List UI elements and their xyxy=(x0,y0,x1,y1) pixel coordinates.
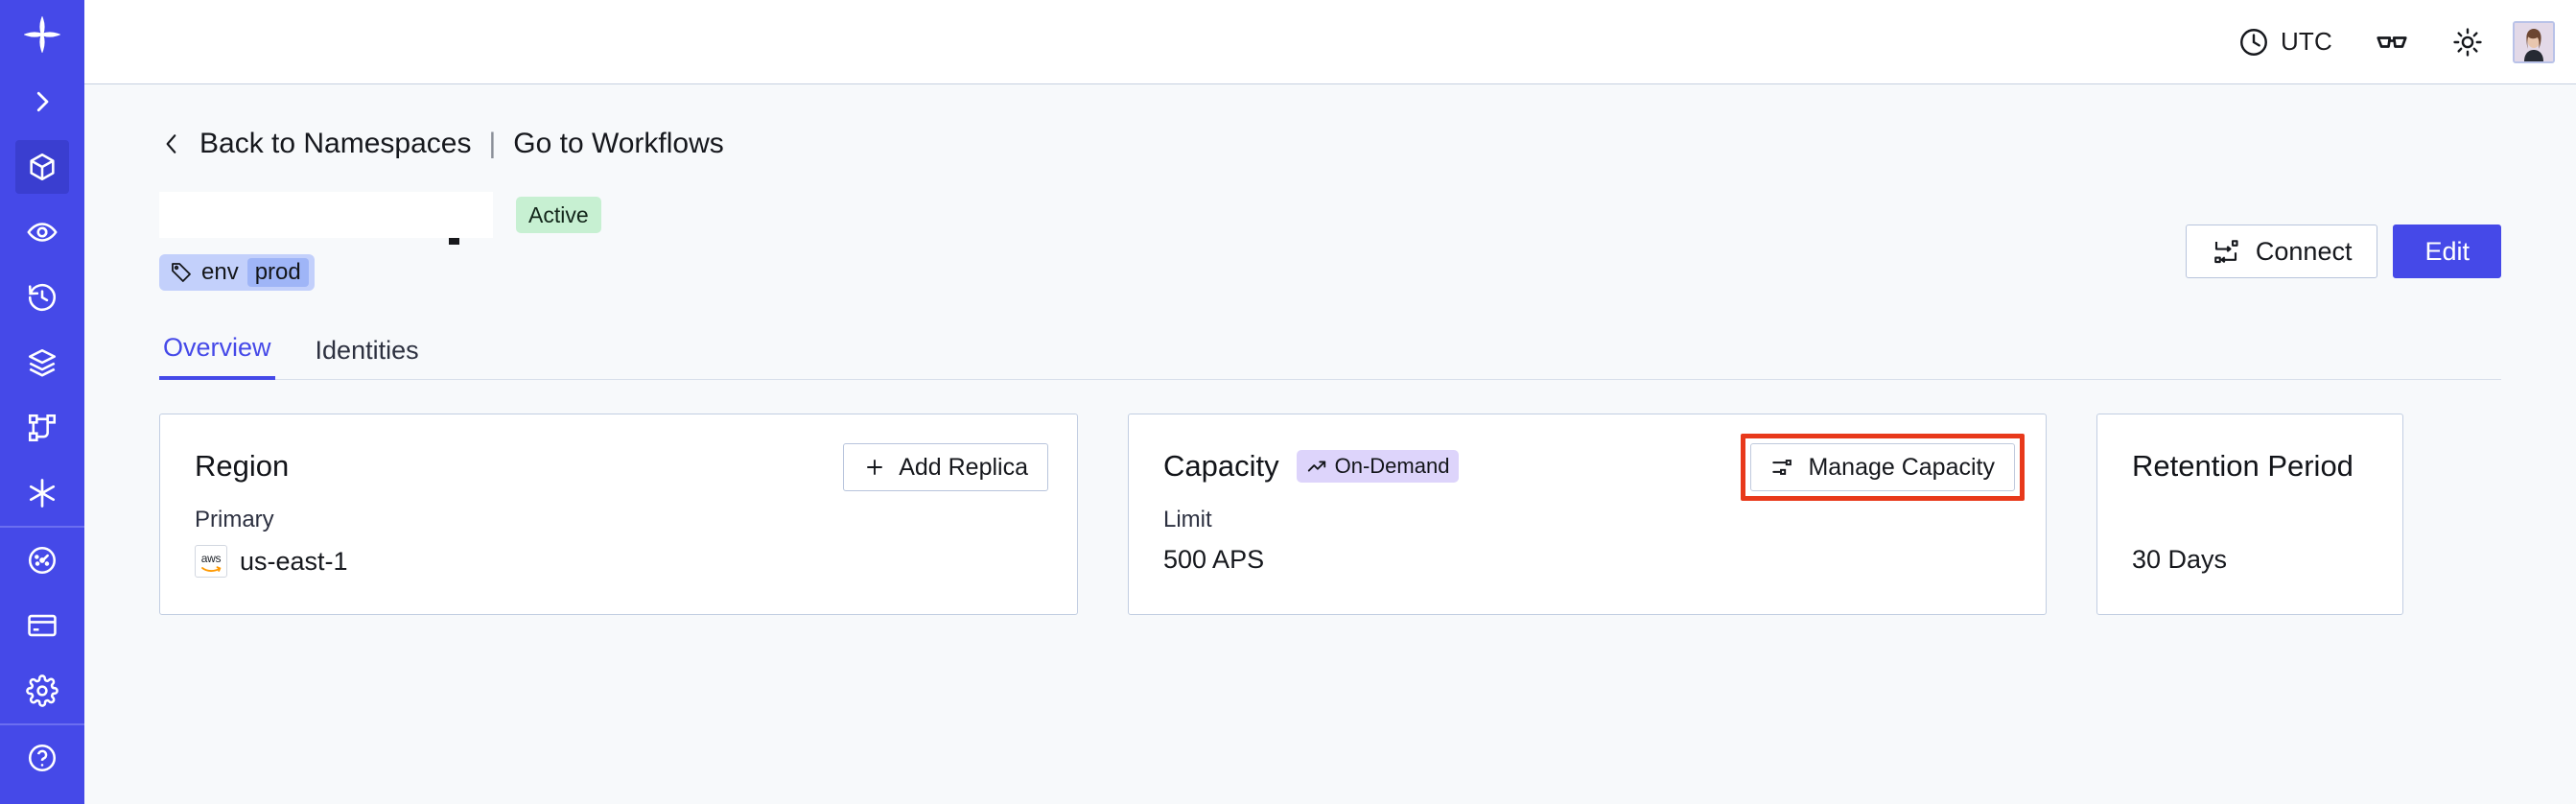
glasses-icon xyxy=(2375,25,2409,59)
region-card-head: Region xyxy=(195,443,1044,489)
sidebar-item-layers[interactable] xyxy=(0,330,84,395)
tab-identities[interactable]: Identities xyxy=(315,336,419,365)
asterisk-icon xyxy=(15,466,69,520)
clock-icon xyxy=(2237,26,2270,59)
namespace-name-artifact xyxy=(449,238,459,245)
tag-icon xyxy=(170,261,193,284)
capacity-mode-pill: On-Demand xyxy=(1296,450,1460,483)
sidebar-item-usage[interactable] xyxy=(0,528,84,593)
tag-key: env xyxy=(201,259,239,285)
header-actions: Connect Edit xyxy=(2185,225,2501,278)
namespace-title-row: Active xyxy=(159,188,2501,245)
capacity-card-head: Capacity On-Demand xyxy=(1163,443,2013,489)
capacity-limit-value: 500 APS xyxy=(1163,545,1265,574)
region-value: us-east-1 xyxy=(240,546,348,576)
breadcrumb-separator: | xyxy=(488,128,497,159)
help-circle-icon xyxy=(15,731,69,785)
page-content: Back to Namespaces | Go to Workflows Act… xyxy=(84,84,2576,804)
sidebar-item-observability[interactable] xyxy=(0,200,84,265)
retention-spacer xyxy=(2132,507,2370,533)
aws-icon: aws xyxy=(195,545,227,578)
temporal-logo-icon xyxy=(15,8,69,61)
top-bar: UTC xyxy=(84,0,2576,84)
sliders-icon xyxy=(1770,455,1795,480)
tag-value: prod xyxy=(246,258,309,287)
retention-value: 30 Days xyxy=(2132,545,2228,574)
timezone-label: UTC xyxy=(2280,27,2332,56)
cube-icon xyxy=(15,140,69,194)
gear-icon xyxy=(15,664,69,718)
capacity-mode-label: On-Demand xyxy=(1334,454,1450,478)
region-card: Region Add Replica Primary aws xyxy=(159,414,1078,615)
primary-sidebar xyxy=(0,0,84,804)
theme-toggle-button[interactable] xyxy=(2430,0,2505,84)
tab-overview[interactable]: Overview xyxy=(159,333,275,380)
capacity-card: Capacity On-Demand xyxy=(1128,414,2047,615)
main-column: UTC xyxy=(84,0,2576,804)
chevron-right-icon xyxy=(15,75,69,129)
sidebar-item-settings[interactable] xyxy=(0,658,84,723)
credit-card-icon xyxy=(15,599,69,652)
retention-card-title: Retention Period xyxy=(2132,449,2354,483)
gauge-icon xyxy=(15,533,69,587)
namespace-tag[interactable]: env prod xyxy=(159,254,315,291)
breadcrumb: Back to Namespaces | Go to Workflows xyxy=(159,123,2501,165)
sidebar-item-history[interactable] xyxy=(0,265,84,330)
retention-card: Retention Period 30 Days xyxy=(2096,414,2403,615)
layers-icon xyxy=(15,336,69,390)
sidebar-item-logo[interactable] xyxy=(0,0,84,69)
manage-capacity-highlight: Manage Capacity xyxy=(1741,434,2025,501)
region-card-action: Add Replica xyxy=(843,443,1048,491)
capacity-card-title: Capacity xyxy=(1163,449,1279,483)
timezone-selector[interactable]: UTC xyxy=(2216,0,2354,84)
sidebar-item-nexus[interactable] xyxy=(0,461,84,526)
sidebar-divider xyxy=(0,526,84,528)
back-to-namespaces-link[interactable]: Back to Namespaces xyxy=(199,128,472,159)
connect-button[interactable]: Connect xyxy=(2185,225,2378,278)
chevron-left-icon[interactable] xyxy=(159,128,184,160)
sidebar-item-workflows[interactable] xyxy=(0,395,84,461)
clock-rewind-icon xyxy=(15,271,69,324)
eye-icon xyxy=(15,205,69,259)
add-replica-label: Add Replica xyxy=(899,453,1028,481)
reading-mode-button[interactable] xyxy=(2354,0,2430,84)
avatar[interactable] xyxy=(2513,20,2555,63)
region-value-row: aws us-east-1 xyxy=(195,545,1044,578)
region-card-title: Region xyxy=(195,449,290,483)
capacity-limit-label: Limit xyxy=(1163,507,1212,532)
retention-card-head: Retention Period xyxy=(2132,443,2370,489)
aws-icon-text: aws xyxy=(200,551,222,565)
plus-icon xyxy=(863,456,886,479)
sidebar-divider-bottom xyxy=(0,723,84,725)
connect-button-label: Connect xyxy=(2255,236,2353,266)
overview-cards: Region Add Replica Primary aws xyxy=(159,414,2501,615)
add-replica-button[interactable]: Add Replica xyxy=(843,443,1048,491)
status-badge: Active xyxy=(516,196,601,234)
manage-capacity-label: Manage Capacity xyxy=(1808,453,1995,481)
sidebar-item-billing[interactable] xyxy=(0,593,84,658)
sidebar-item-expand[interactable] xyxy=(0,69,84,134)
tag-row: env prod xyxy=(159,253,2501,292)
trending-up-icon xyxy=(1306,456,1327,477)
namespace-name xyxy=(159,192,493,245)
go-to-workflows-link[interactable]: Go to Workflows xyxy=(513,128,724,159)
edit-button-label: Edit xyxy=(2424,236,2470,266)
tab-bar: Overview Identities xyxy=(159,324,2501,380)
connect-icon xyxy=(2212,237,2240,266)
manage-capacity-button[interactable]: Manage Capacity xyxy=(1750,443,2015,491)
sidebar-item-support[interactable] xyxy=(0,725,84,791)
sidebar-item-namespaces[interactable] xyxy=(0,134,84,200)
edit-button[interactable]: Edit xyxy=(2393,225,2501,278)
region-primary-label: Primary xyxy=(195,507,274,532)
sun-icon xyxy=(2451,26,2484,59)
workflow-graph-icon xyxy=(15,401,69,455)
